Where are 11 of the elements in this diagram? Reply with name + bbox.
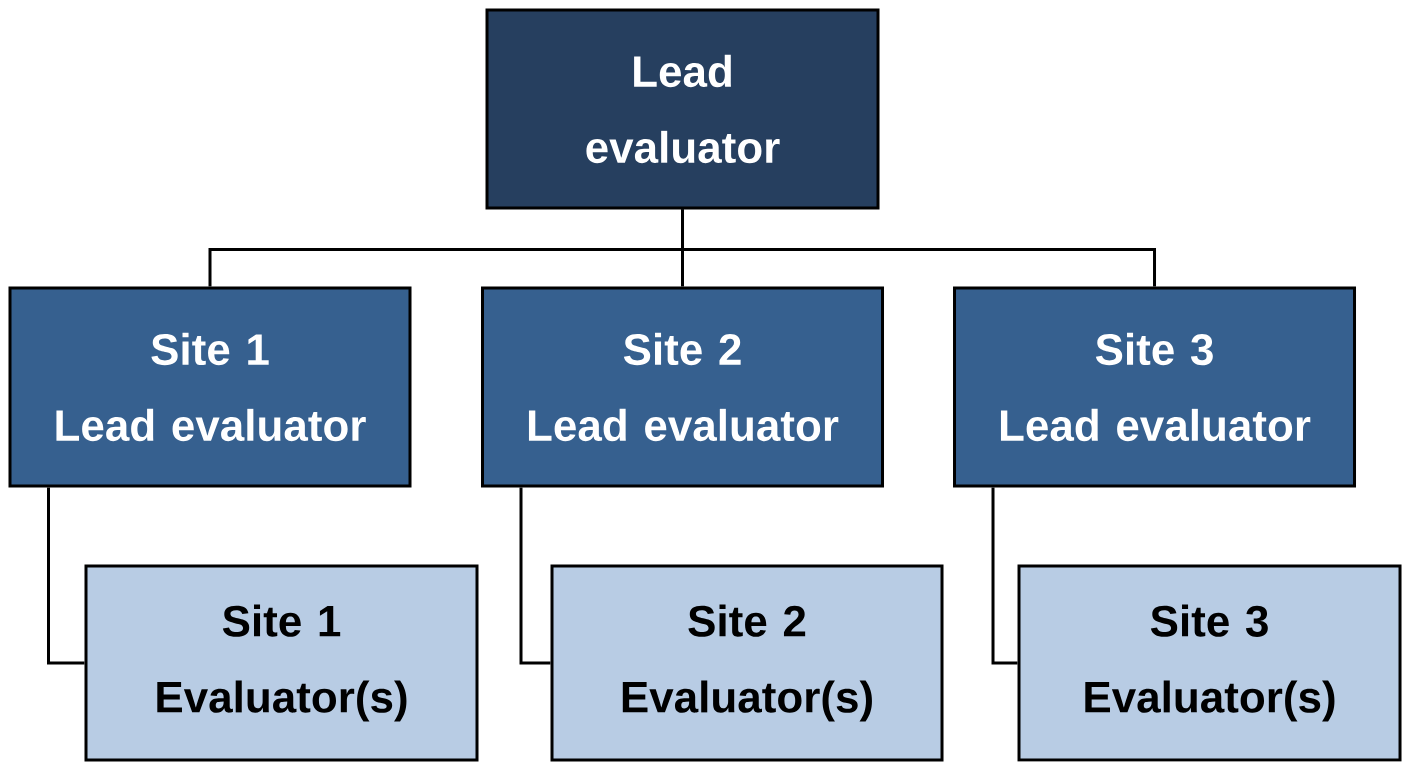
site-box: Site 2 Lead evaluator (481, 286, 884, 488)
site-box: Site 3 Lead evaluator (953, 286, 1356, 488)
evaluator-box: Site 1 Evaluator(s) (84, 564, 479, 762)
lead-box: Lead evaluator (485, 8, 880, 210)
connector-line (47, 487, 85, 665)
connector-line (991, 487, 1018, 665)
connector-line (519, 487, 551, 665)
evaluator-box: Site 3 Evaluator(s) (1017, 564, 1402, 762)
site-box: Site 1 Lead evaluator (8, 286, 412, 488)
evaluator-box: Site 2 Evaluator(s) (550, 564, 944, 762)
connector-line (681, 209, 1156, 287)
